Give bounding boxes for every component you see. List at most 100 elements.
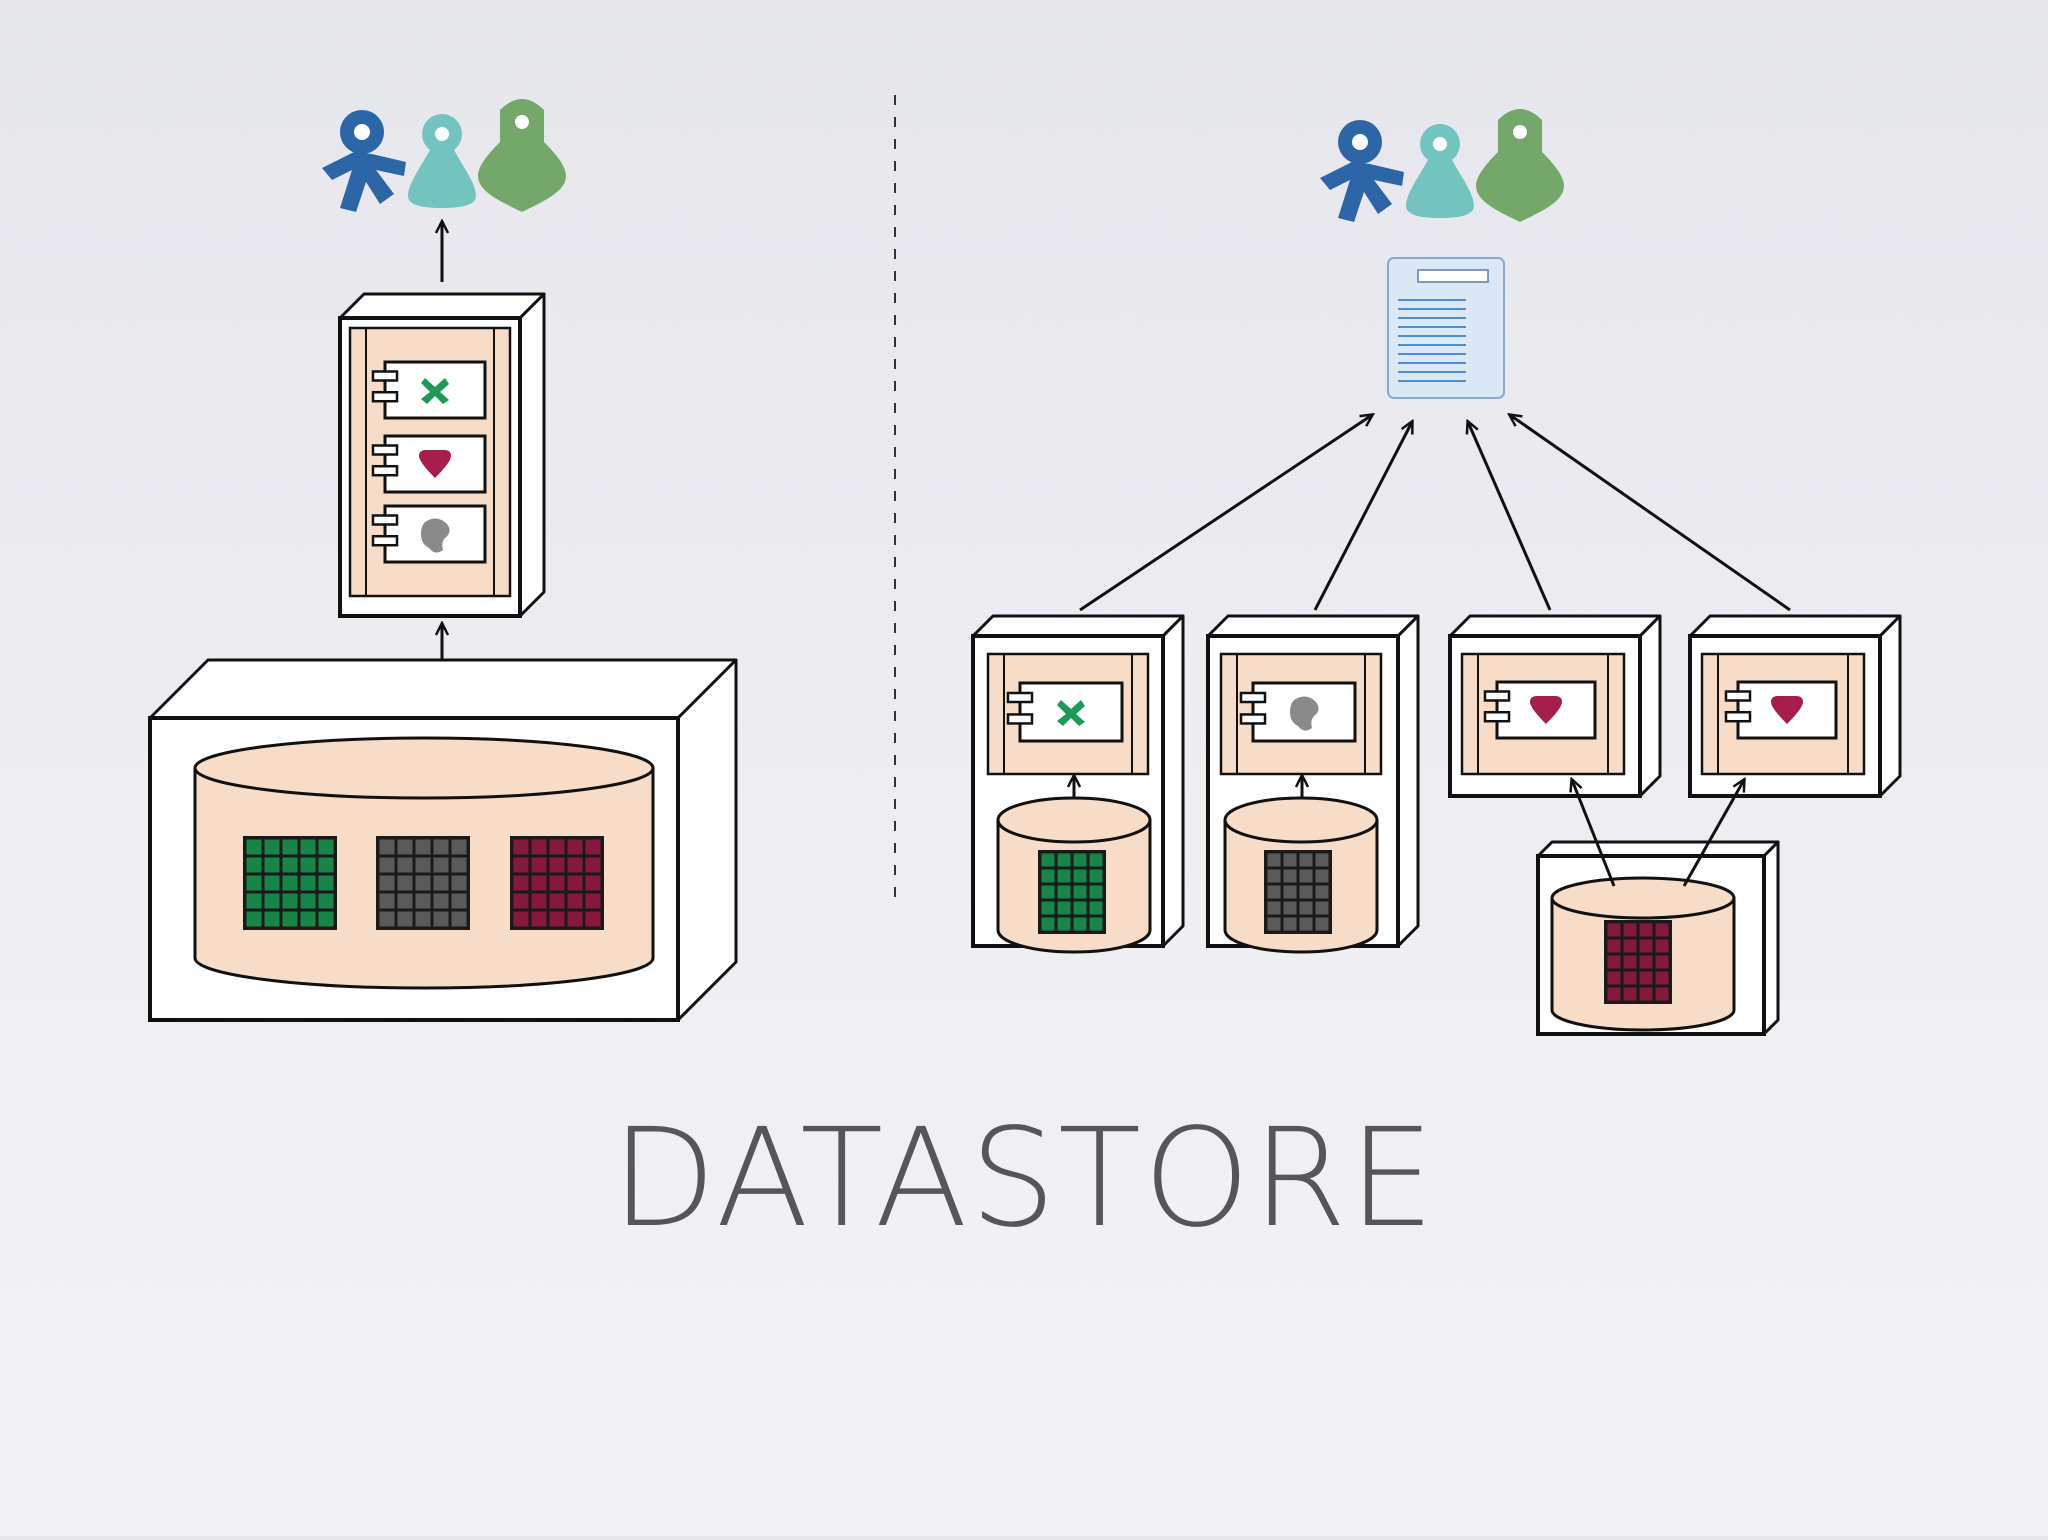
grid-green-icon xyxy=(243,836,337,930)
shared-grid-crimson-icon xyxy=(1604,920,1672,1004)
grid-cell xyxy=(1283,885,1297,899)
box-top xyxy=(971,614,1185,638)
grid-crimson-icon xyxy=(510,836,604,930)
grid-cell xyxy=(282,911,298,927)
grid-cell xyxy=(415,875,431,891)
grid-cell xyxy=(1057,885,1071,899)
grid-cell xyxy=(318,911,334,927)
grid-cell xyxy=(300,839,316,855)
grid-cell xyxy=(1041,853,1055,867)
grid-cell xyxy=(1655,939,1669,953)
grid-cell xyxy=(567,875,583,891)
grid-cell xyxy=(300,911,316,927)
grid-cell xyxy=(531,911,547,927)
component-tab-top xyxy=(1006,691,1034,704)
grid-cell xyxy=(513,875,529,891)
grid-cell xyxy=(433,911,449,927)
left-component-2 xyxy=(371,434,487,494)
component-tab-bottom xyxy=(371,464,399,477)
person-green-icon xyxy=(478,99,566,212)
service-3-panel xyxy=(1460,652,1626,776)
grid-cell xyxy=(282,857,298,873)
grid-cell xyxy=(415,839,431,855)
grid-cell xyxy=(1623,955,1637,969)
grid-cell xyxy=(549,893,565,909)
grid-cell xyxy=(246,875,262,891)
grid-cell xyxy=(1607,987,1621,1001)
grid-cell xyxy=(1267,885,1281,899)
service-2-database-cylinder-icon xyxy=(1223,796,1379,954)
arrow-service4-to-doc xyxy=(1510,415,1791,612)
service-1-panel xyxy=(986,652,1150,776)
grid-cell xyxy=(433,875,449,891)
left-users xyxy=(322,99,566,212)
arrow-service2-to-doc xyxy=(1313,422,1412,611)
grid-cell xyxy=(1089,901,1103,915)
grid-cell xyxy=(1057,917,1071,931)
grid-cell xyxy=(1315,885,1329,899)
document-icon xyxy=(1387,257,1505,399)
box-side xyxy=(1161,614,1185,948)
grid-cell xyxy=(264,857,280,873)
grid-cell xyxy=(567,911,583,927)
grid-cell xyxy=(513,839,529,855)
grid-cell xyxy=(1607,955,1621,969)
grid-cell xyxy=(1299,901,1313,915)
service-3-component xyxy=(1483,680,1597,740)
component-tab-bottom xyxy=(371,534,399,547)
grid-cell xyxy=(1299,917,1313,931)
grid-cell xyxy=(1655,923,1669,937)
shared-database-cylinder-icon xyxy=(1550,876,1736,1032)
grid-cell xyxy=(1623,939,1637,953)
grid-cell xyxy=(318,857,334,873)
grid-cell xyxy=(379,875,395,891)
service-4-component xyxy=(1724,680,1838,740)
grid-cell xyxy=(1041,885,1055,899)
grid-cell xyxy=(318,875,334,891)
box-top xyxy=(338,292,546,320)
box-side xyxy=(1762,840,1780,1036)
grid-cell xyxy=(1073,869,1087,883)
component-tab-bottom xyxy=(1483,710,1511,723)
grid-cell xyxy=(282,875,298,891)
component-body xyxy=(383,360,487,420)
grid-cell xyxy=(264,911,280,927)
arrow-service1-to-doc xyxy=(1079,415,1372,612)
grid-cell xyxy=(282,893,298,909)
grid-cell xyxy=(1623,923,1637,937)
grid-cell xyxy=(1089,885,1103,899)
grid-cell xyxy=(567,857,583,873)
grid-cell xyxy=(415,857,431,873)
grid-cell xyxy=(1073,853,1087,867)
person-star-icon xyxy=(322,110,406,212)
grid-cell xyxy=(1655,971,1669,985)
grid-cell xyxy=(451,875,467,891)
grid-cell xyxy=(246,839,262,855)
person-teal-icon xyxy=(408,114,476,208)
component-tab-top xyxy=(1239,691,1267,704)
slide-title: DATASTORE xyxy=(611,1100,1437,1258)
grid-cell xyxy=(379,839,395,855)
grid-cell xyxy=(1041,901,1055,915)
service-4-panel xyxy=(1700,652,1866,776)
grid-cell xyxy=(451,839,467,855)
grid-cell xyxy=(1607,923,1621,937)
grid-cell xyxy=(585,911,601,927)
grid-cell xyxy=(1623,987,1637,1001)
grid-cell xyxy=(1607,971,1621,985)
service-1-database-cylinder-icon xyxy=(996,796,1152,954)
grid-cell xyxy=(1283,901,1297,915)
cylinder-top xyxy=(1223,796,1379,844)
component-tab-bottom xyxy=(1006,713,1034,725)
grid-cell xyxy=(1073,917,1087,931)
box-top xyxy=(1536,840,1780,858)
component-tab-top xyxy=(1483,690,1511,702)
box-side xyxy=(676,658,738,1022)
grid-cell xyxy=(433,893,449,909)
component-tab-top xyxy=(371,370,399,382)
grid-cell xyxy=(397,893,413,909)
grid-cell xyxy=(531,893,547,909)
cylinder-top xyxy=(996,796,1152,844)
